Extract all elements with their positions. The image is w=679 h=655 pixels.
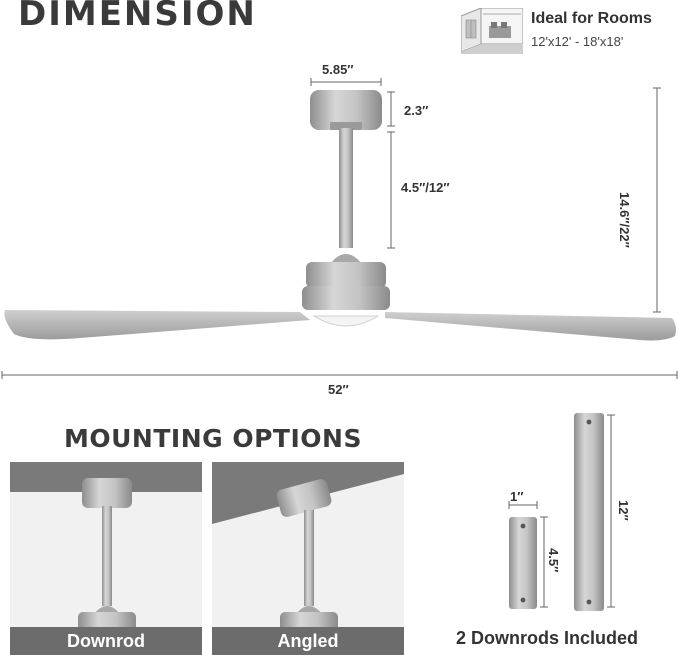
angled-mount-image <box>212 462 404 634</box>
downrod-label: Downrod <box>10 627 202 655</box>
downrods-included-caption: 2 Downrods Included <box>456 628 639 648</box>
canopy-width-label: 5.85″ <box>322 62 354 77</box>
room-icon <box>461 8 523 54</box>
downrod-diameter-label: 1″ <box>510 489 524 504</box>
blade-span-label: 52″ <box>328 382 349 397</box>
angled-label: Angled <box>212 627 404 655</box>
total-height-label: 14.6″/22″ <box>617 192 632 248</box>
mounting-option-downrod: Downrod <box>10 462 202 655</box>
mounting-title: MOUNTING OPTIONS <box>64 424 362 453</box>
room-size: 12'x12' - 18'x18' <box>531 34 624 49</box>
short-downrod-length-label: 4.5″ <box>546 548 561 573</box>
downrods-illustration <box>508 413 615 611</box>
canopy-height-label: 2.3″ <box>404 103 429 118</box>
downrod-length-label: 4.5″/12″ <box>401 180 450 195</box>
mounting-option-angled: Angled <box>212 462 404 655</box>
page-title: DIMENSION <box>18 0 257 34</box>
fan-illustration <box>1 78 678 379</box>
room-title: Ideal for Rooms <box>531 10 652 27</box>
long-downrod-length-label: 12″ <box>616 500 631 521</box>
